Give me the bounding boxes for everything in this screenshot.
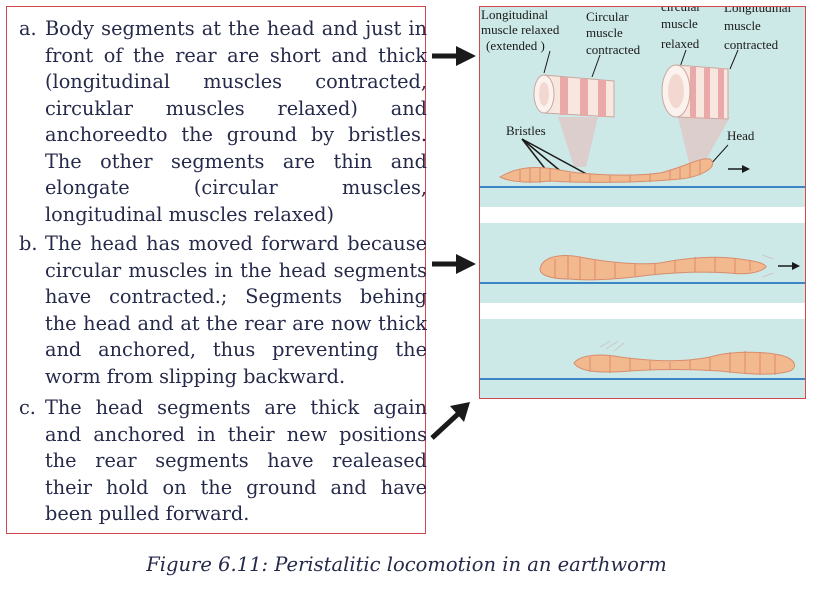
step-b-label: b. [19,232,38,255]
step-c: c. The head segments are thick again and… [19,395,427,528]
earthworm-diagram: Longitudinal muscle relaxed (extended ) … [480,7,805,398]
label-circular-contracted: Circular muscle contracted [586,9,641,57]
label-longitudinal-relaxed: Longitudinal muscle relaxed (extended ) [481,7,563,53]
figure-caption: Figure 6.11: Peristalitic locomotion in … [146,553,667,576]
muscle-cylinder-contracted [661,64,729,120]
muscle-cylinder-extended [533,74,615,118]
earthworm-diagram-panel: Longitudinal muscle relaxed (extended ) … [479,6,806,399]
label-bristles: Bristles [506,123,546,138]
step-b-text: The head has moved forward because circu… [45,232,427,388]
earthworm-stage-c [573,340,796,375]
step-a-label: a. [19,17,37,40]
description-box: a. Body segments at the head and just in… [6,6,427,534]
step-a-text: Body segments at the head and just in fr… [45,17,427,226]
label-head: Head [727,128,755,143]
earthworm-stage-b [539,254,775,281]
step-c-text: The head segments are thick again and an… [45,396,427,525]
step-b: b. The head has moved forward because ci… [19,231,427,390]
step-a: a. Body segments at the head and just in… [19,16,427,228]
pointer-arrow-b-icon [432,254,476,274]
earthworm-stage-a [498,158,713,183]
label-circular-relaxed: circular muscle relaxed [661,7,704,51]
label-longitudinal-contracted: Longitudinal muscle contracted [724,7,794,52]
pointer-arrow-a-icon [432,46,476,66]
pointer-arrow-c-icon [430,402,470,440]
step-c-label: c. [19,396,36,419]
